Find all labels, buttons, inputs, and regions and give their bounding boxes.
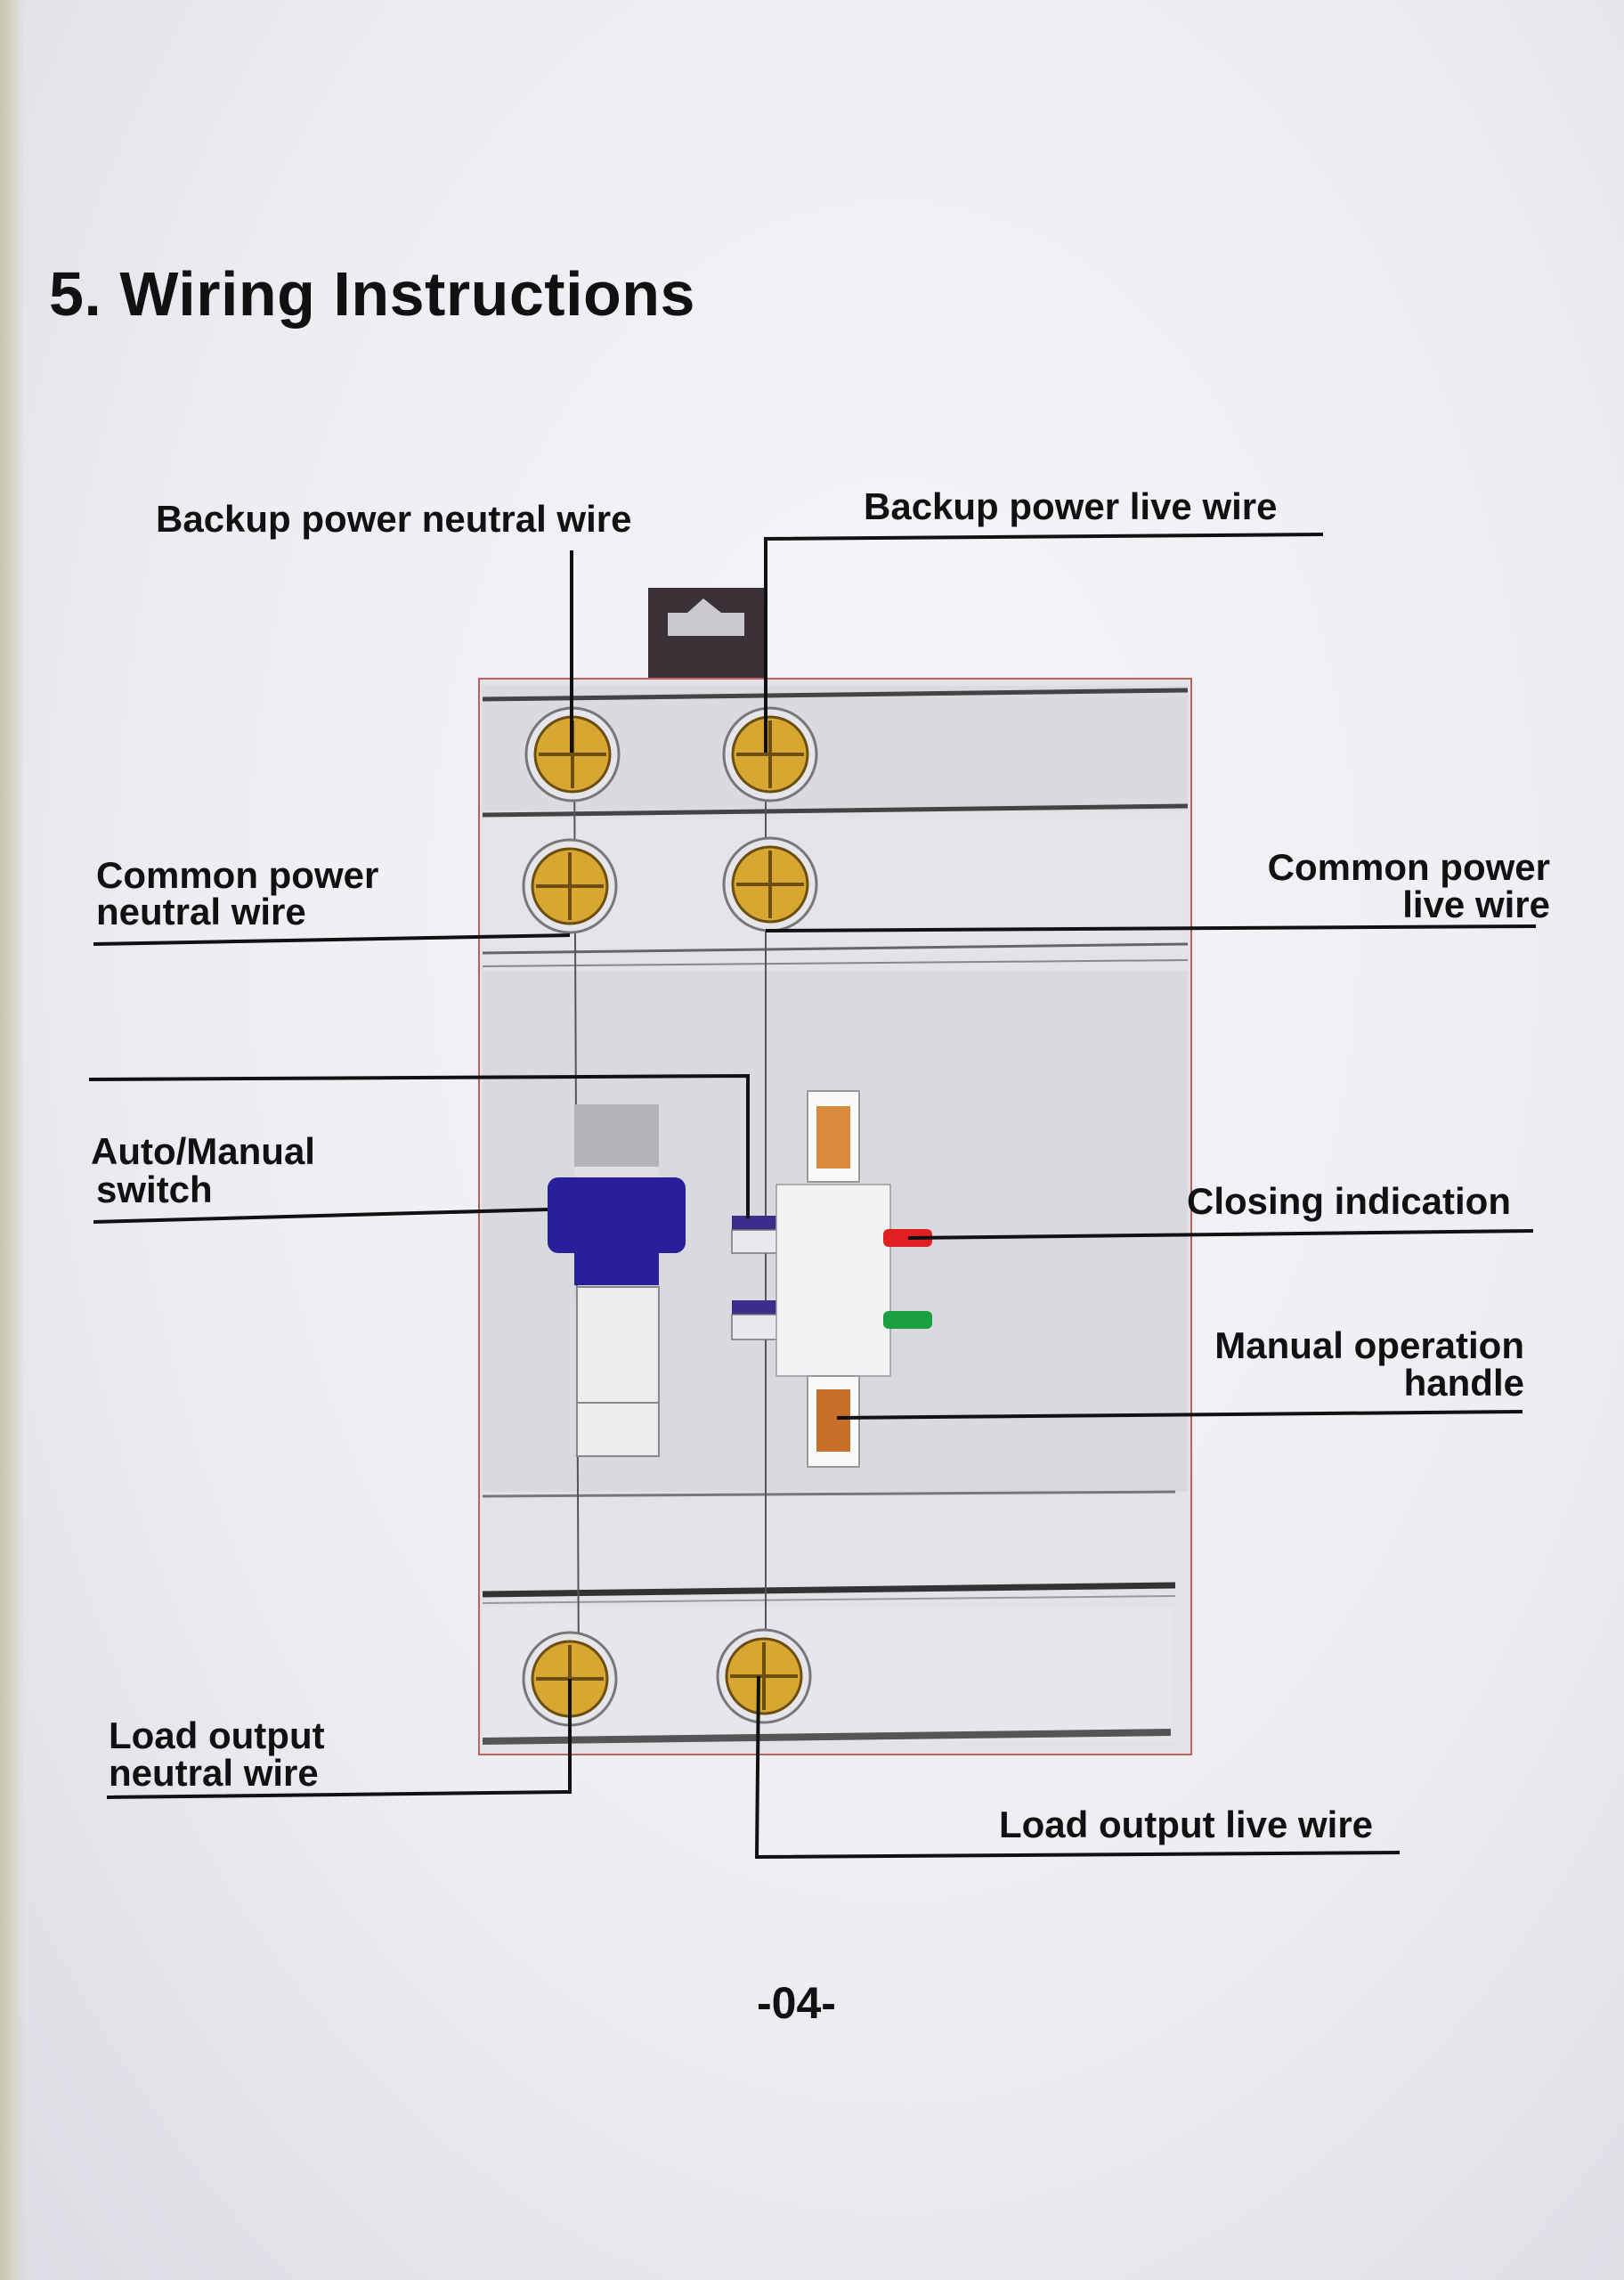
terminal-screw-common-neutral — [522, 838, 618, 934]
leader-backup-live — [764, 533, 1324, 753]
mounting-tab — [648, 588, 764, 681]
label-load-neutral-1: Load output — [109, 1714, 325, 1756]
label-load-live: Load output live wire — [999, 1804, 1374, 1845]
leader-auto-manual — [93, 1208, 548, 1224]
label-backup-live: Backup power live wire — [864, 485, 1278, 527]
terminal-screw-backup-neutral — [524, 706, 621, 802]
label-auto-manual-1: Auto/Manual — [91, 1130, 315, 1172]
red-indicator-light — [883, 1229, 932, 1247]
leader-load-live — [754, 1675, 1401, 1860]
terminal-screw-common-live — [722, 836, 818, 932]
page-title: 5. Wiring Instructions — [49, 259, 695, 329]
leader-common-live — [765, 924, 1537, 932]
label-closing-indication: Closing indication — [1187, 1180, 1511, 1222]
label-manual-handle-2: handle — [1403, 1362, 1524, 1404]
leader-manual-handle — [836, 1410, 1523, 1420]
terminal-screw-backup-live — [722, 706, 818, 802]
label-auto-manual-2: switch — [96, 1168, 213, 1210]
label-common-live-1: Common power — [1267, 846, 1550, 888]
label-common-neutral-1: Common power — [96, 854, 379, 896]
label-common-neutral-2: neutral wire — [96, 891, 306, 932]
leader-closing-indication — [907, 1229, 1534, 1240]
auto-manual-switch — [548, 1104, 686, 1457]
label-common-live-2: live wire — [1402, 884, 1550, 925]
selector-sliders — [731, 1216, 779, 1340]
label-manual-handle-1: Manual operation — [1214, 1324, 1524, 1366]
leader-slider — [88, 1073, 750, 1218]
label-backup-neutral: Backup power neutral wire — [156, 498, 632, 540]
leader-lines — [88, 533, 1537, 1860]
leader-common-neutral — [93, 933, 571, 946]
terminal-screw-load-live — [716, 1628, 812, 1724]
indicator-panel — [775, 1090, 891, 1468]
leader-load-neutral — [106, 1679, 572, 1799]
closing-indicator-lights — [883, 1229, 932, 1329]
page-number: -04- — [757, 1978, 836, 2028]
label-load-neutral-2: neutral wire — [109, 1752, 319, 1794]
paper-edge-shadow — [0, 0, 25, 2280]
green-indicator-light — [883, 1311, 932, 1329]
